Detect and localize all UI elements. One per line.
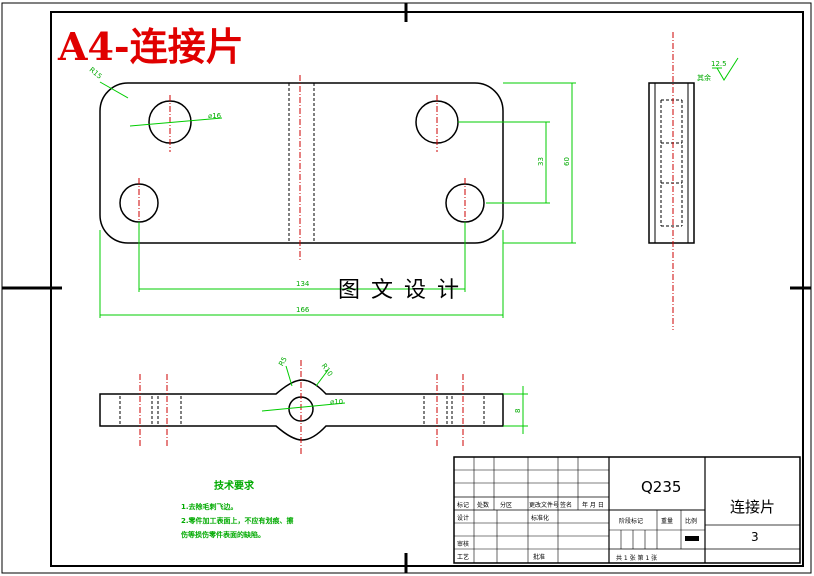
roughness-note: 其余 bbox=[697, 73, 711, 82]
tb-standardize: 标准化 bbox=[531, 514, 549, 522]
title-block: 标记 处数 分区 更改文件号 签名 年 月 日 设计 标准化 审核 工艺 批准 … bbox=[453, 456, 801, 564]
dim-pin: ⌀10 bbox=[330, 398, 343, 406]
bottom-dimensions: ⌀10 R5 R10 8 bbox=[261, 356, 528, 434]
roughness-value: 12.5 bbox=[711, 60, 727, 68]
sheet-title: A4-连接片 bbox=[57, 24, 244, 69]
side-view bbox=[648, 32, 695, 330]
tb-label-3: 更改文件号 bbox=[529, 501, 559, 509]
tb-weight: 重量 bbox=[661, 517, 673, 525]
tb-sheet-info: 共 1 张 第 1 张 bbox=[616, 554, 657, 562]
dim-hole: ⌀16 bbox=[208, 112, 222, 120]
dim-166: 166 bbox=[296, 306, 310, 314]
plate-outline bbox=[99, 82, 504, 244]
dim-r5: R5 bbox=[277, 356, 289, 368]
tb-approve: 批准 bbox=[533, 553, 545, 561]
tb-number: 3 bbox=[751, 530, 759, 544]
tb-review: 审核 bbox=[457, 540, 469, 548]
tb-label-5: 年 月 日 bbox=[582, 501, 604, 509]
tb-label-1: 处数 bbox=[477, 501, 489, 509]
tech-line-2: 2.零件加工表面上，不应有划痕、擦 bbox=[181, 516, 294, 525]
technical-requirements: 技术要求 1.去除毛刺飞边。 2.零件加工表面上，不应有划痕、擦 伤等损伤零件表… bbox=[180, 479, 294, 539]
tb-material: Q235 bbox=[641, 478, 681, 496]
watermark-text: 图 文 设 计 bbox=[338, 278, 461, 303]
dim-134: 134 bbox=[296, 280, 310, 288]
tb-stage-mark: 阶段标记 bbox=[619, 517, 643, 525]
dim-8: 8 bbox=[514, 409, 522, 413]
tb-part-name: 连接片 bbox=[730, 498, 775, 516]
tech-line-3: 伤等损伤零件表面的缺陷。 bbox=[180, 530, 265, 539]
tb-design: 设计 bbox=[457, 514, 469, 522]
roughness-symbol: 12.5 其余 bbox=[697, 57, 739, 82]
front-view bbox=[99, 75, 504, 260]
tb-label-2: 分区 bbox=[500, 501, 512, 509]
dim-r10: R10 bbox=[320, 362, 334, 378]
tech-line-1: 1.去除毛刺飞边。 bbox=[181, 502, 238, 511]
dim-33: 33 bbox=[537, 157, 545, 166]
tb-scale: 比例 bbox=[685, 517, 697, 525]
scale-mark bbox=[685, 536, 699, 541]
tb-label-0: 标记 bbox=[457, 501, 469, 509]
front-dimensions: ⌀16 R15 33 60 134 166 bbox=[88, 66, 576, 318]
tech-title: 技术要求 bbox=[214, 479, 255, 492]
tb-process: 工艺 bbox=[457, 553, 469, 561]
tb-label-4: 签名 bbox=[560, 501, 572, 509]
dim-60: 60 bbox=[563, 157, 571, 166]
